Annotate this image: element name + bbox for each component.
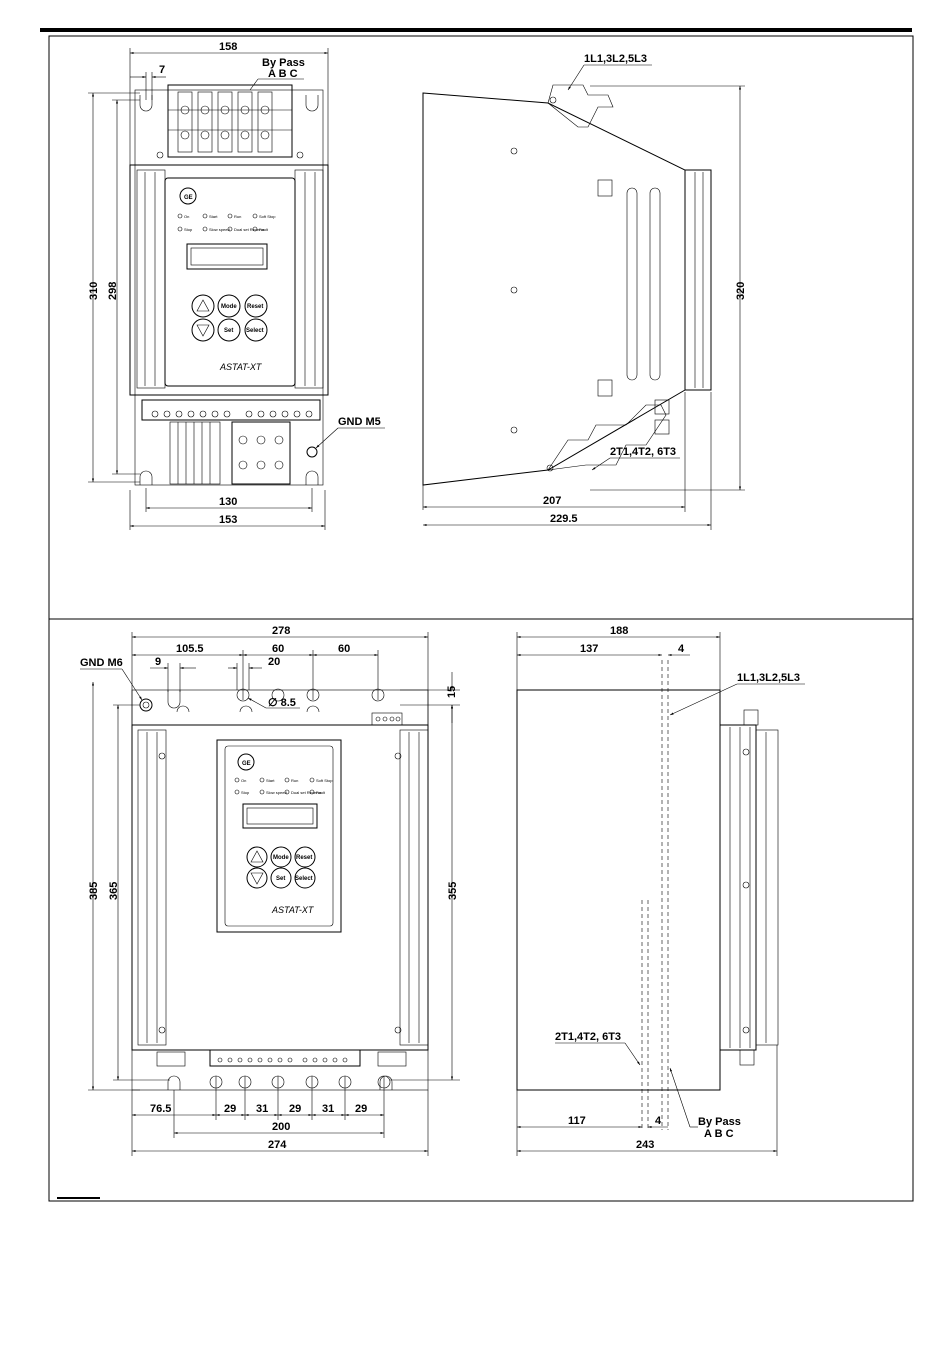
dim-15: 15: [446, 686, 458, 698]
set-key: Set: [224, 328, 233, 334]
dim-76-5: 76.5: [150, 1103, 171, 1115]
dim-355: 355: [447, 882, 459, 900]
gnd-m6-label: GND M6: [80, 657, 123, 669]
led-label: Slow speed: [209, 227, 230, 232]
bypass-label: By Pass: [698, 1116, 741, 1128]
bypass-abc-label: A B C: [268, 68, 298, 80]
mode-key: Mode: [273, 855, 289, 861]
dim-310: 310: [88, 282, 100, 300]
dim-158: 158: [219, 41, 237, 53]
set-key: Set: [276, 876, 285, 882]
bypass-abc-label: A B C: [704, 1128, 734, 1140]
hole-diameter-label: ∅ 8.5: [268, 697, 296, 709]
dim-320: 320: [735, 282, 747, 300]
gnd-m5-label: GND M5: [338, 416, 381, 428]
up-key-icon: [246, 846, 268, 868]
led-label: Slow speed: [266, 790, 287, 795]
bottom-frame: [48, 618, 914, 1202]
dim-20: 20: [268, 656, 280, 668]
dim-4: 4: [678, 643, 685, 655]
small-front-view: GE On Start Run Soft Stop Stop Slow spee…: [88, 41, 385, 530]
dim-60: 60: [338, 643, 350, 655]
reset-key: Reset: [247, 304, 263, 310]
led-label: On: [241, 778, 246, 783]
led-label: Fault: [316, 790, 326, 795]
brand-label: ASTAT-XT: [271, 905, 315, 915]
dim-7: 7: [159, 64, 165, 76]
led-label: Start: [266, 778, 275, 783]
led-label: Fault: [259, 227, 269, 232]
input-terminals-label: 1L1,3L2,5L3: [584, 53, 647, 65]
svg-text:GE: GE: [184, 195, 193, 201]
dim-60: 60: [272, 643, 284, 655]
lcd-display: [186, 243, 268, 270]
dim-298: 298: [107, 282, 119, 300]
dim-9: 9: [155, 656, 161, 668]
select-key: Select: [295, 876, 313, 882]
led-label: Dual set Reverse: [291, 790, 322, 795]
ground-screw-icon: [306, 446, 318, 458]
dim-200: 200: [272, 1121, 290, 1133]
led-label: Soft Stop: [259, 214, 276, 219]
dim-153: 153: [219, 514, 237, 526]
ge-logo-icon: [237, 753, 255, 771]
reset-key: Reset: [296, 855, 312, 861]
dim-243: 243: [636, 1139, 654, 1151]
dim-117: 117: [568, 1115, 586, 1127]
dim-29: 29: [355, 1103, 367, 1115]
dim-137: 137: [580, 643, 598, 655]
dim-207: 207: [543, 495, 561, 507]
down-key-icon: [246, 867, 268, 889]
dim-385: 385: [88, 882, 100, 900]
dim-4: 4: [655, 1115, 662, 1127]
led-label: On: [184, 214, 189, 219]
dim-274: 274: [268, 1139, 287, 1151]
led-label: Run: [234, 214, 241, 219]
header-rule: [40, 28, 912, 32]
bypass-label: By Pass: [262, 57, 305, 69]
down-key-icon: [191, 318, 215, 342]
led-label: Start: [209, 214, 218, 219]
ge-logo-icon: [179, 187, 197, 205]
led-label: Soft Stop: [316, 778, 333, 783]
dim-130: 130: [219, 496, 237, 508]
mode-key: Mode: [221, 304, 237, 310]
dim-31: 31: [256, 1103, 268, 1115]
dim-105-5: 105.5: [176, 643, 204, 655]
led-label: Run: [291, 778, 298, 783]
small-side-view: 1L1,3L2,5L3 2T1,4T2, 6T3 320 207 229.5: [422, 53, 747, 530]
dim-29: 29: [224, 1103, 236, 1115]
lcd-display: [242, 803, 318, 829]
large-side-view: 188 137 4 117 4 243 1L1,3L2,5L3 2T1,4T2,…: [516, 625, 805, 1156]
output-terminals-label: 2T1,4T2, 6T3: [610, 446, 676, 458]
output-terminals-label: 2T1,4T2, 6T3: [555, 1031, 621, 1043]
dim-365: 365: [108, 882, 120, 900]
led-label: Dual set Reverse: [234, 227, 265, 232]
select-key: Select: [246, 328, 264, 334]
dim-229-5: 229.5: [550, 513, 578, 525]
dim-188: 188: [610, 625, 628, 637]
led-label: Stop: [184, 227, 193, 232]
brand-label: ASTAT-XT: [219, 362, 263, 372]
up-key-icon: [191, 294, 215, 318]
led-label: Stop: [241, 790, 250, 795]
large-front-view: GE On Start Run Soft Stop Stop Slow spee…: [80, 625, 460, 1156]
dim-31: 31: [322, 1103, 334, 1115]
dim-278: 278: [272, 625, 290, 637]
dim-29: 29: [289, 1103, 301, 1115]
top-frame: [48, 35, 914, 620]
input-terminals-label: 1L1,3L2,5L3: [737, 672, 800, 684]
svg-text:GE: GE: [242, 761, 251, 767]
